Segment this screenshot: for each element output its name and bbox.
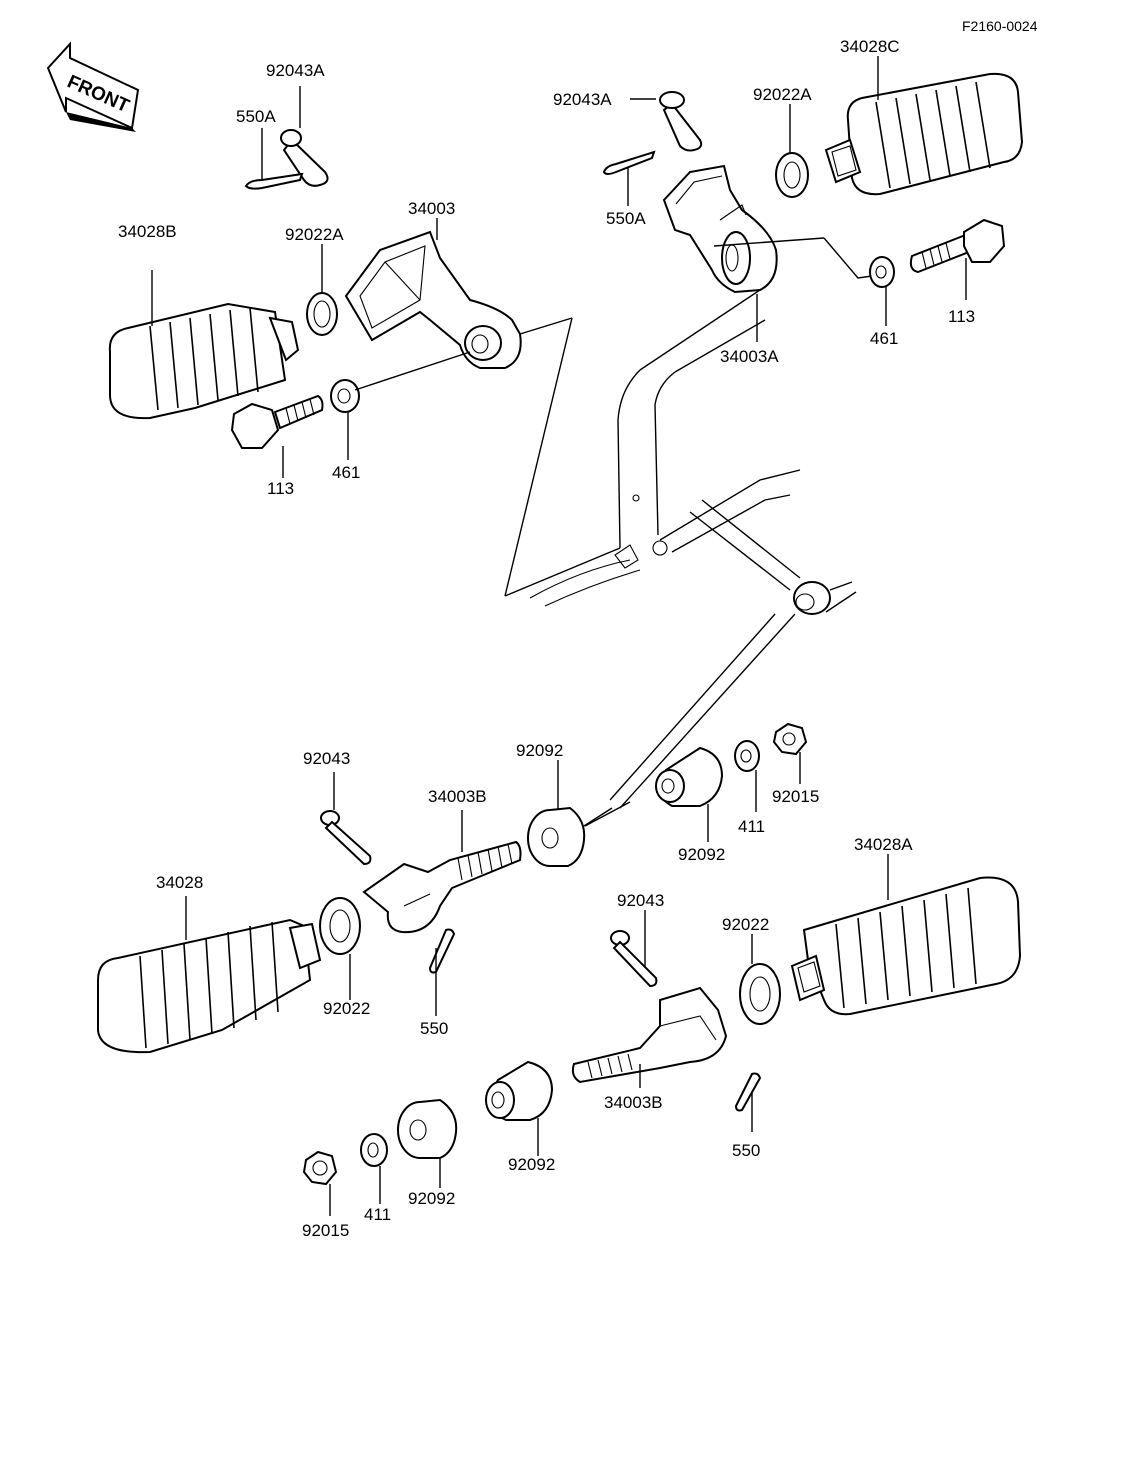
clevis-pin-92043a-left <box>280 86 329 187</box>
label-92022-right: 92022 <box>722 915 769 934</box>
label-550a-left: 550A <box>236 107 276 126</box>
label-92015-lower: 92015 <box>302 1221 349 1240</box>
label-461-left: 461 <box>332 463 360 482</box>
clevis-pin-92043a-right <box>659 91 703 152</box>
diagram-code: F2160-0024 <box>962 18 1038 34</box>
footpeg-rubber-34028a <box>790 854 1022 1016</box>
washer-461-right <box>869 256 895 326</box>
footpeg-rubber-34028c <box>824 56 1024 196</box>
bolt-113-right <box>909 218 1006 300</box>
washer-92022a-left <box>306 244 338 336</box>
label-34003b-lower: 34003B <box>604 1093 663 1112</box>
cotter-pin-550a-right <box>602 150 656 206</box>
label-113-right: 113 <box>948 307 975 326</box>
label-92092-upper: 92092 <box>516 741 563 760</box>
washer-92022a-right <box>775 104 809 198</box>
label-461-right: 461 <box>870 329 898 348</box>
washer-411-upper <box>734 740 760 812</box>
label-92043a-top-right: 92043A <box>553 90 612 109</box>
footpeg-bracket-34003a <box>662 164 873 342</box>
bolt-113-left <box>230 394 324 478</box>
collar-92092-lower <box>485 1060 554 1156</box>
washer-92022-right <box>739 934 781 1025</box>
label-92015-upper: 92015 <box>772 787 819 806</box>
label-34028c: 34028C <box>840 37 900 56</box>
front-arrow-icon: FRONT <box>46 41 140 132</box>
footpeg-rubber-34028b <box>108 270 300 420</box>
label-34003a: 34003A <box>720 347 779 366</box>
label-92022a-left: 92022A <box>285 225 344 244</box>
leader-bracket-frame-left <box>519 317 573 335</box>
label-411-lower: 411 <box>364 1205 391 1224</box>
collar-92092-right <box>655 746 724 842</box>
label-34028: 34028 <box>156 873 203 892</box>
cotter-pin-550-left <box>428 928 456 1016</box>
label-34028a: 34028A <box>854 835 913 854</box>
label-92092-collar-right: 92092 <box>678 845 725 864</box>
label-92043-left: 92043 <box>303 749 350 768</box>
label-92092-lower-bush: 92092 <box>408 1189 455 1208</box>
bush-92092-upper <box>527 760 613 867</box>
label-92022a-right: 92022A <box>753 85 812 104</box>
label-92092-lower-collar: 92092 <box>508 1155 555 1174</box>
cotter-pin-550a-left <box>244 128 304 190</box>
footpeg-rubber-34028 <box>97 896 322 1054</box>
clevis-pin-92043-left <box>320 772 372 866</box>
label-34003b-upper: 34003B <box>428 787 487 806</box>
label-411-upper: 411 <box>738 817 765 836</box>
nut-92015-lower <box>302 1150 338 1216</box>
cotter-pin-550-right <box>734 1072 762 1132</box>
label-34003: 34003 <box>408 199 455 218</box>
label-92022-left: 92022 <box>323 999 370 1018</box>
frame-outline <box>504 289 857 827</box>
footpeg-bracket-34003b-lower <box>571 986 728 1088</box>
label-113-left: 113 <box>267 479 294 498</box>
nut-92015-upper <box>772 722 808 784</box>
washer-411-lower <box>360 1133 388 1204</box>
label-550-left: 550 <box>420 1019 448 1038</box>
label-550a-right: 550A <box>606 209 646 228</box>
label-34028b: 34028B <box>118 222 177 241</box>
footpeg-bracket-34003 <box>344 218 522 369</box>
label-550-right: 550 <box>732 1141 760 1160</box>
washer-92022-left <box>319 897 361 1000</box>
label-92043-right: 92043 <box>617 891 664 910</box>
clevis-pin-92043-right <box>610 910 658 988</box>
washer-461-left <box>330 351 471 460</box>
bush-92092-lower <box>397 1098 458 1188</box>
footpeg-bracket-34003b-upper <box>362 810 522 934</box>
label-92043a-top-left: 92043A <box>266 61 325 80</box>
